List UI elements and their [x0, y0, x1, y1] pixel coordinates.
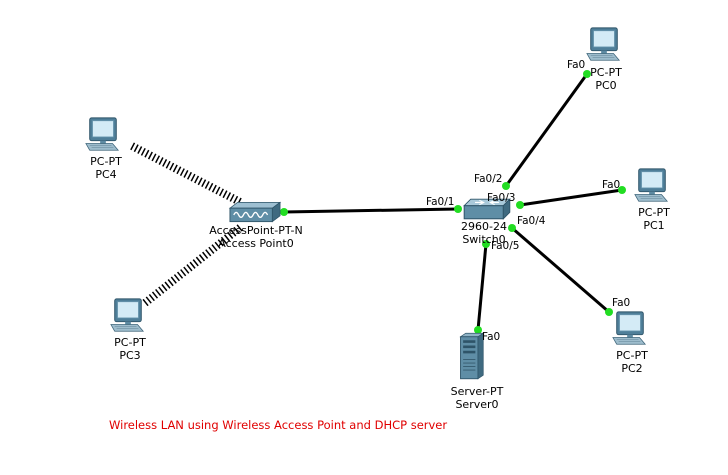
device-type-label: PC-PT [114, 336, 146, 349]
port-label-pc0-fa0: Fa0 [567, 59, 585, 71]
port-label-switch-fa0-2: Fa0/2 [474, 173, 502, 185]
link-up-dot [605, 308, 613, 316]
device-name-label: PC2 [621, 362, 642, 375]
port-label-server0-fa0: Fa0 [482, 331, 500, 343]
link-switch0-pc2[interactable] [511, 226, 610, 314]
device-switch0[interactable]: 2960-24 Switch0 [461, 198, 511, 246]
device-server0[interactable]: Server-PT Server0 [451, 332, 504, 411]
device-name-label: PC3 [119, 349, 140, 362]
device-pc0[interactable]: PC-PT PC0 [586, 27, 622, 92]
links [130, 73, 623, 331]
link-switch0-pc1[interactable] [519, 188, 623, 207]
device-type-label: PC-PT [638, 206, 670, 219]
port-label-switch-fa0-1: Fa0/1 [426, 196, 454, 208]
link-switch0-pc0[interactable] [504, 73, 589, 187]
link-up-dot [502, 182, 510, 190]
link-up-dot [516, 201, 524, 209]
device-pc1[interactable]: PC-PT PC1 [634, 168, 670, 232]
port-label-pc1-fa0: Fa0 [602, 179, 620, 191]
link-up-dot [583, 70, 591, 78]
device-type-label: 2960-24 [461, 220, 507, 233]
device-access-point0[interactable]: AccessPoint-PT-N Access Point0 [209, 201, 303, 250]
port-label-switch-fa0-3: Fa0/3 [487, 192, 515, 204]
device-type-label: PC-PT [590, 66, 622, 79]
device-name-label: PC4 [95, 168, 116, 181]
device-name-label: PC1 [643, 219, 664, 232]
access-point-icon [229, 201, 281, 223]
wireless-link-ap0-pc3 [142, 222, 245, 307]
pc-icon [586, 27, 620, 61]
port-labels: Fa0/1 Fa0/2 Fa0/3 Fa0/4 Fa0/5 Fa0 Fa0 Fa… [426, 59, 630, 343]
link-up-dot [280, 208, 288, 216]
device-name-label: PC0 [595, 79, 616, 92]
device-pc2[interactable]: PC-PT PC2 [612, 311, 648, 375]
device-pc3[interactable]: PC-PT PC3 [110, 298, 146, 362]
link-up-dot [454, 205, 462, 213]
link-switch0-ap0[interactable] [283, 207, 459, 214]
port-label-switch-fa0-5: Fa0/5 [491, 240, 519, 252]
server-icon [460, 332, 484, 380]
device-name-label: Switch0 [462, 233, 505, 246]
diagram-caption: Wireless LAN using Wireless Access Point… [109, 418, 448, 432]
link-status-dots [280, 70, 626, 334]
pc-icon [612, 311, 646, 345]
device-type-label: PC-PT [90, 155, 122, 168]
device-type-label: PC-PT [616, 349, 648, 362]
device-type-label: Server-PT [451, 385, 504, 398]
link-up-dot [508, 224, 516, 232]
wireless-link-ap0-pc4 [130, 142, 244, 207]
device-pc4[interactable]: PC-PT PC4 [85, 117, 122, 181]
pc-icon [634, 168, 668, 202]
link-up-dot [474, 326, 482, 334]
link-up-dot [482, 240, 490, 248]
link-up-dot [618, 186, 626, 194]
device-name-label: Server0 [455, 398, 498, 411]
link-switch0-server0[interactable] [476, 243, 488, 331]
port-label-switch-fa0-4: Fa0/4 [517, 215, 546, 227]
pc-icon [110, 298, 144, 332]
device-type-label: AccessPoint-PT-N [209, 224, 302, 237]
pc-icon [85, 117, 119, 151]
device-name-label: Access Point0 [218, 237, 293, 250]
port-label-pc2-fa0: Fa0 [612, 297, 630, 309]
